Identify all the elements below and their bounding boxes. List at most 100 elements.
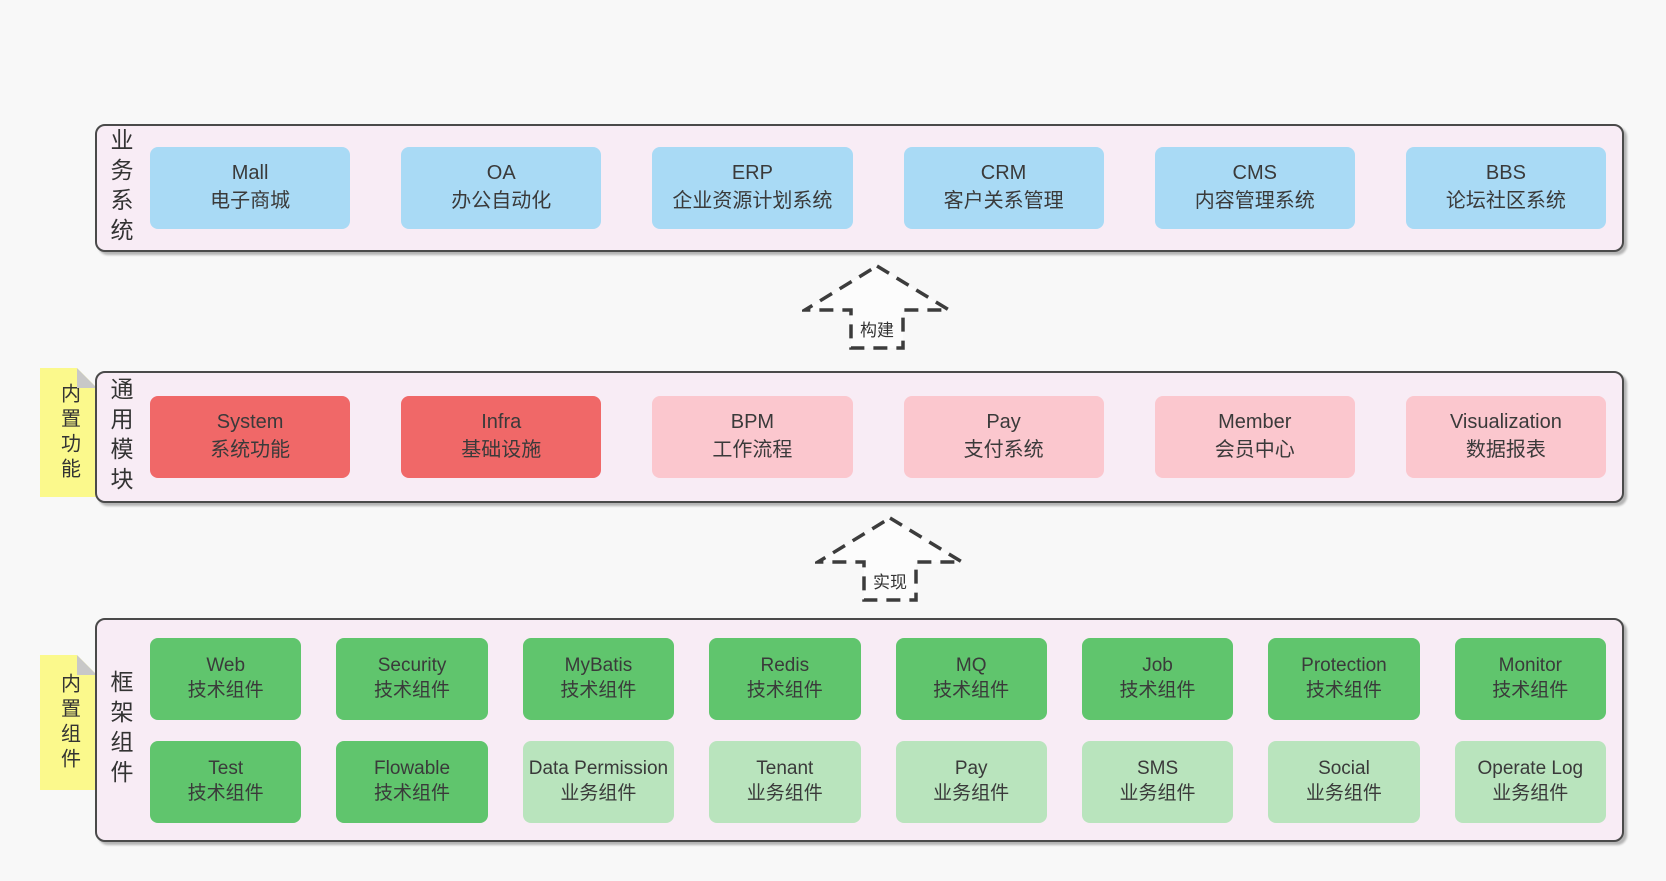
box-subtitle: 技术组件 bbox=[560, 679, 637, 701]
sticky-note-label: 内置组件 bbox=[57, 672, 80, 773]
box-title: ERP bbox=[731, 162, 773, 185]
box-title: Tenant bbox=[756, 758, 814, 780]
box-title: BPM bbox=[730, 411, 775, 434]
section-label-framework-components: 框架组件 bbox=[107, 670, 133, 790]
box-subtitle: 办公自动化 bbox=[451, 190, 552, 212]
box-title: Security bbox=[377, 655, 447, 677]
box-bpm: BPM 工作流程 bbox=[652, 396, 853, 478]
box-title: Pay bbox=[954, 758, 988, 780]
up-block-arrow-icon bbox=[815, 515, 965, 602]
box-title: Flowable bbox=[374, 758, 451, 780]
box-crm: CRM 客户关系管理 bbox=[903, 147, 1104, 229]
box-member: Member 会员中心 bbox=[1154, 396, 1355, 478]
box-subtitle: 技术组件 bbox=[746, 679, 823, 701]
sticky-note-built-in-components: 内置组件 bbox=[40, 655, 97, 790]
box-subtitle: 数据报表 bbox=[1465, 439, 1546, 461]
dashed-up-arrow-build: 构建 bbox=[802, 263, 952, 351]
box-title: Mall bbox=[231, 162, 269, 185]
section-label-business-systems: 业务系统 bbox=[107, 128, 133, 248]
box-subtitle: 技术组件 bbox=[933, 679, 1010, 701]
box-title: Operate Log bbox=[1477, 758, 1584, 780]
box-subtitle: 业务组件 bbox=[1492, 782, 1569, 804]
box-subtitle: 技术组件 bbox=[374, 679, 451, 701]
box-infra: Infra 基础设施 bbox=[401, 396, 602, 478]
section-label-common-modules: 通用模块 bbox=[107, 377, 133, 497]
box-title: MQ bbox=[955, 655, 987, 677]
box-subtitle: 基础设施 bbox=[461, 439, 542, 461]
box-title: Infra bbox=[481, 411, 522, 434]
box-subtitle: 业务组件 bbox=[746, 782, 823, 804]
box-subtitle: 技术组件 bbox=[1305, 679, 1382, 701]
box-title: Member bbox=[1218, 411, 1292, 434]
box-subtitle: 论坛社区系统 bbox=[1445, 190, 1566, 212]
sticky-note-built-in-features: 内置功能 bbox=[40, 368, 97, 497]
box-title: CRM bbox=[980, 162, 1027, 185]
box-title: Pay bbox=[986, 411, 1021, 434]
box-system: System 系统功能 bbox=[150, 396, 351, 478]
box-subtitle: 系统功能 bbox=[210, 439, 291, 461]
box-subtitle: 客户关系管理 bbox=[943, 190, 1064, 212]
box-title: Test bbox=[208, 758, 244, 780]
box-subtitle: 会员中心 bbox=[1214, 439, 1295, 461]
box-subtitle: 业务组件 bbox=[1305, 782, 1382, 804]
box-subtitle: 技术组件 bbox=[187, 679, 264, 701]
box-erp: ERP 企业资源计划系统 bbox=[652, 147, 853, 229]
box-title: System bbox=[216, 411, 284, 434]
box-title: Monitor bbox=[1498, 655, 1562, 677]
box-title: SMS bbox=[1136, 758, 1179, 780]
box-subtitle: 企业资源计划系统 bbox=[672, 190, 833, 212]
box-title: Protection bbox=[1301, 655, 1387, 677]
box-subtitle: 工作流程 bbox=[712, 439, 793, 461]
box-title: BBS bbox=[1485, 162, 1526, 185]
box-subtitle: 技术组件 bbox=[374, 782, 451, 804]
box-title: Data Permission bbox=[528, 758, 669, 780]
box-subtitle: 内容管理系统 bbox=[1194, 190, 1315, 212]
box-title: Job bbox=[1142, 655, 1173, 677]
arrow-label-build: 构建 bbox=[856, 315, 898, 342]
box-subtitle: 技术组件 bbox=[1119, 679, 1196, 701]
box-title: CMS bbox=[1232, 162, 1277, 185]
common-modules-box-row: System 系统功能 Infra 基础设施 BPM 工作流程 Pay 支付系统 Member 会… bbox=[150, 396, 1606, 478]
box-subtitle: 技术组件 bbox=[1492, 679, 1569, 701]
up-block-arrow-icon bbox=[802, 263, 952, 350]
box-oa: OA 办公自动化 bbox=[401, 147, 602, 229]
box-bbs: BBS 论坛社区系统 bbox=[1405, 147, 1606, 229]
box-title: OA bbox=[486, 162, 516, 185]
box-subtitle: 技术组件 bbox=[187, 782, 264, 804]
box-subtitle: 支付系统 bbox=[963, 439, 1044, 461]
box-title: Web bbox=[206, 655, 246, 677]
box-subtitle: 业务组件 bbox=[560, 782, 637, 804]
sticky-note-label: 内置功能 bbox=[57, 382, 80, 483]
box-cms: CMS 内容管理系统 bbox=[1154, 147, 1355, 229]
panel-common-modules: 通用模块 System 系统功能 Infra 基础设施 BPM 工作流程 Pay 支付系统 Me… bbox=[95, 371, 1624, 503]
box-visualization: Visualization 数据报表 bbox=[1405, 396, 1606, 478]
arrow-label-implement: 实现 bbox=[869, 567, 911, 594]
box-pay: Pay 支付系统 bbox=[903, 396, 1104, 478]
box-title: Social bbox=[1318, 758, 1370, 780]
box-title: MyBatis bbox=[564, 655, 633, 677]
box-title: Redis bbox=[760, 655, 810, 677]
box-subtitle: 业务组件 bbox=[1119, 782, 1196, 804]
dashed-up-arrow-implement: 实现 bbox=[815, 515, 965, 603]
box-title: Visualization bbox=[1449, 411, 1562, 434]
